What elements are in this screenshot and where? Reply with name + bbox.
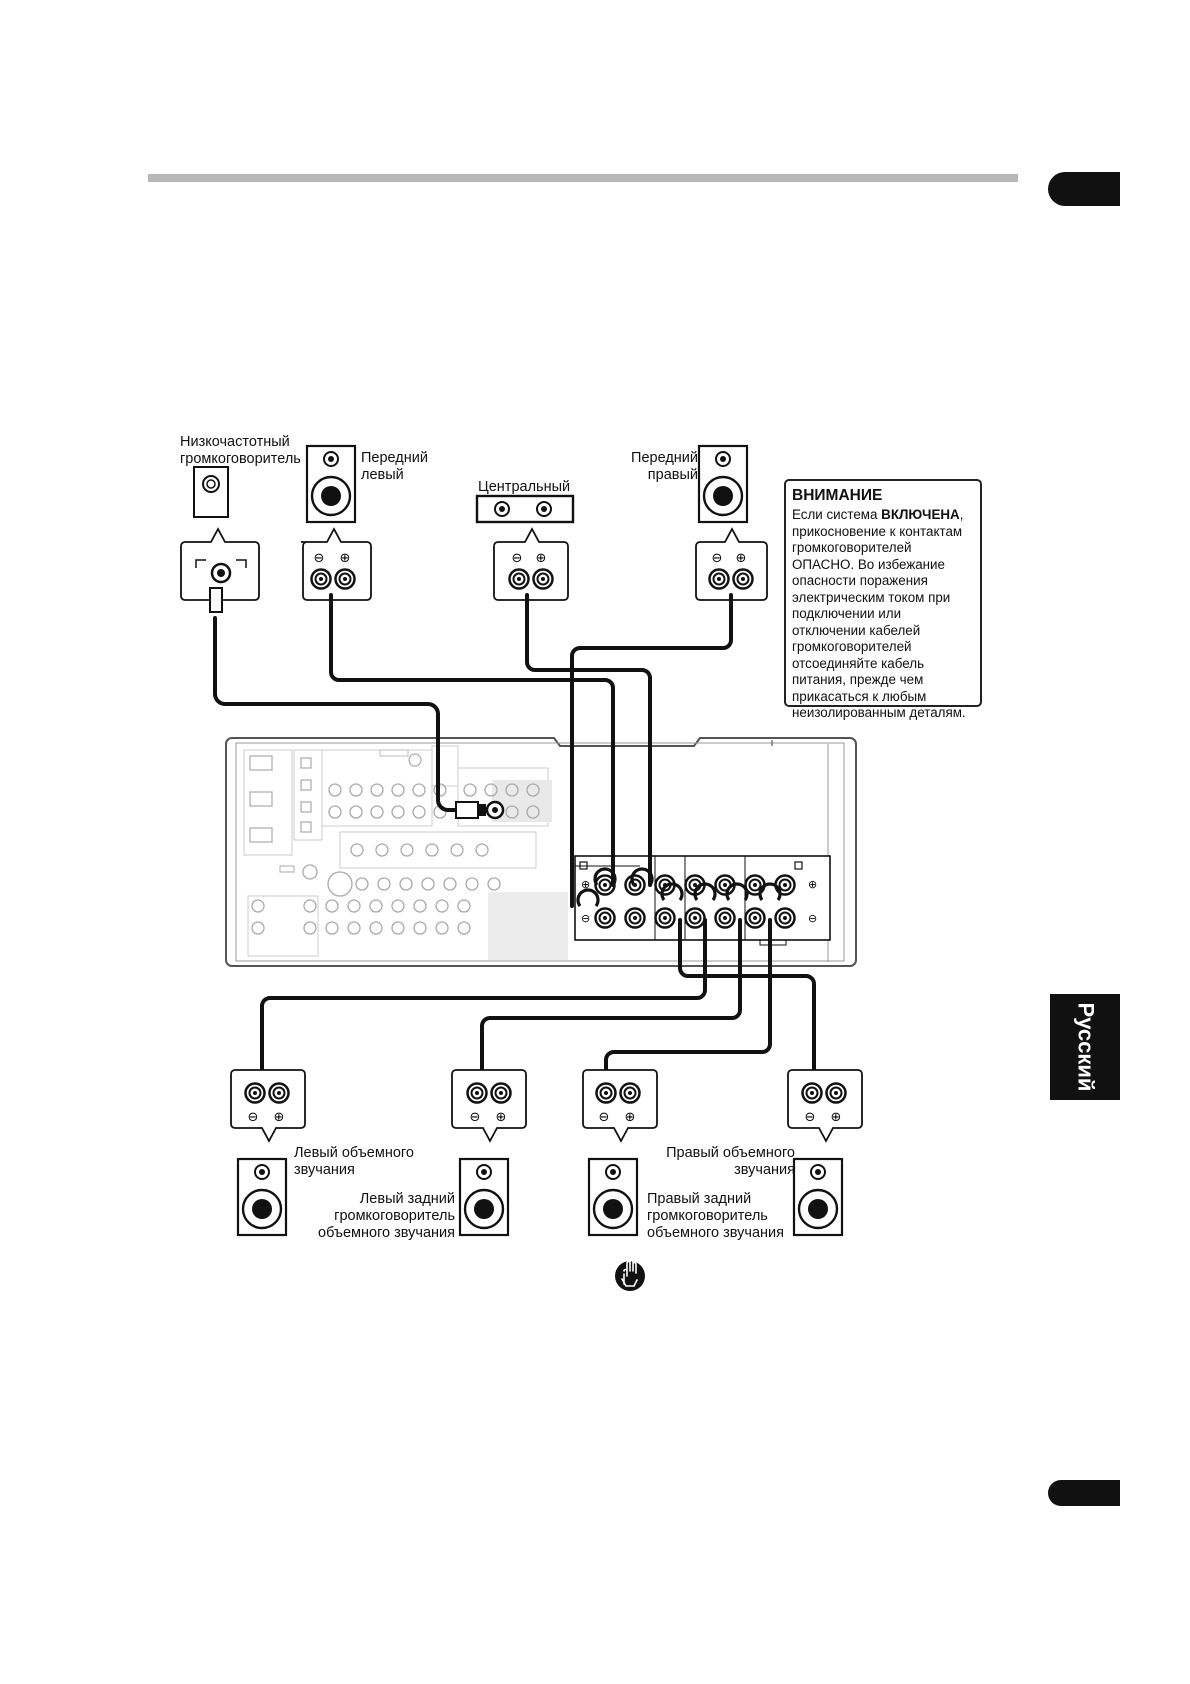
center-plus-mark: ⊕ [536, 551, 547, 566]
surround-right-label-line: Правый объемного [666, 1145, 795, 1161]
center-speaker-icon [475, 494, 575, 524]
surround-right-speaker-icon [792, 1157, 844, 1237]
receiver-rear-panel: ⊕ ⊖ ⊕ ⊖ [225, 737, 857, 967]
subwoofer-label: Низкочастотный громкоговоритель [180, 434, 301, 468]
surround-back-left-speaker-icon [458, 1157, 510, 1237]
surround-back-left-label-line: объемного звучания [318, 1225, 455, 1241]
speaker-cables [213, 593, 816, 1082]
surround-back-left-plus-mark: ⊕ [496, 1110, 507, 1125]
surround-right-terminal-icon: ⊖ ⊕ [787, 1069, 863, 1143]
front-right-plus-mark: ⊕ [736, 551, 747, 566]
warning-title: ВНИМАНИЕ [792, 487, 883, 504]
surround-left-label: Левый объемного звучания [294, 1145, 414, 1179]
center-minus-mark: ⊖ [512, 551, 523, 566]
warning-text-rest: , прикосновение к контактам громкоговори… [792, 507, 966, 720]
center-label: Центральный [478, 479, 571, 495]
subwoofer-terminal-icon [180, 527, 260, 601]
surround-right-label: Правый объемного звучания [640, 1145, 795, 1179]
surround-back-left-minus-mark: ⊖ [470, 1110, 481, 1125]
front-right-minus-mark: ⊖ [712, 551, 723, 566]
surround-back-right-label: Правый задний громкоговоритель объемного… [647, 1191, 784, 1242]
warning-box: ВНИМАНИЕ Если система ВКЛЮЧЕНА, прикосно… [784, 479, 982, 720]
surround-left-speaker-icon [236, 1157, 288, 1237]
surround-left-terminal-icon: ⊖ ⊕ [230, 1069, 306, 1143]
surround-left-label-line: Левый объемного [294, 1145, 414, 1161]
front-left-speaker-icon [305, 444, 357, 524]
surround-back-left-label-line: Левый задний [359, 1191, 455, 1207]
surround-back-left-label-line: громкоговоритель [334, 1208, 455, 1224]
front-right-terminal-icon: ⊖ ⊕ [695, 527, 768, 601]
surround-left-plus-mark: ⊕ [274, 1110, 285, 1125]
surround-right-plus-mark: ⊕ [831, 1110, 842, 1125]
front-right-label: Передний правый [600, 450, 698, 484]
front-right-label-line: Передний [631, 450, 698, 466]
header-rule [148, 174, 1018, 182]
front-right-label-line: правый [647, 467, 698, 483]
surround-back-right-label-line: объемного звучания [647, 1225, 784, 1241]
page-number-tab [1048, 1480, 1120, 1506]
hand-stop-icon [615, 1259, 645, 1291]
subwoofer-label-line: громкоговоритель [180, 451, 301, 467]
subwoofer-speaker-icon [193, 466, 229, 518]
surround-right-minus-mark: ⊖ [805, 1110, 816, 1125]
surround-back-right-minus-mark: ⊖ [599, 1110, 610, 1125]
block-minus-mark: ⊖ [808, 912, 817, 925]
front-left-label-line: Передний [361, 450, 428, 466]
front-left-label: Передний левый [361, 450, 428, 484]
surround-back-right-terminal-icon: ⊖ ⊕ [582, 1069, 658, 1143]
surround-back-right-label-line: Правый задний [647, 1191, 752, 1207]
front-left-minus-mark: ⊖ [314, 551, 325, 566]
subwoofer-label-line: Низкочастотный [180, 434, 290, 450]
front-left-terminal-icon: ⊖ ⊕ [301, 527, 372, 601]
block-plus-mark: ⊕ [581, 878, 590, 891]
surround-back-right-label-line: громкоговоритель [647, 1208, 768, 1224]
surround-back-left-label: Левый задний громкоговоритель объемного … [300, 1191, 455, 1242]
surround-back-right-speaker-icon [587, 1157, 639, 1237]
front-left-plus-mark: ⊕ [340, 551, 351, 566]
warning-text: Если система ВКЛЮЧЕНА, прикосновение к к… [792, 507, 974, 722]
front-left-label-line: левый [361, 467, 404, 483]
rca-plug-icon [209, 587, 505, 820]
surround-left-label-line: звучания [294, 1162, 355, 1178]
block-minus-mark: ⊖ [581, 912, 590, 925]
surround-left-minus-mark: ⊖ [248, 1110, 259, 1125]
block-plus-mark: ⊕ [808, 878, 817, 891]
warning-text-strong: ВКЛЮЧЕНА [881, 507, 960, 522]
front-right-speaker-icon [697, 444, 749, 524]
language-tab: Русский [1050, 994, 1120, 1100]
surround-right-label-line: звучания [734, 1162, 795, 1178]
chapter-tab [1048, 172, 1120, 206]
surround-back-right-plus-mark: ⊕ [625, 1110, 636, 1125]
surround-back-left-terminal-icon: ⊖ ⊕ [451, 1069, 527, 1143]
warning-text-lead: Если система [792, 507, 882, 522]
center-terminal-icon: ⊖ ⊕ [493, 527, 569, 601]
